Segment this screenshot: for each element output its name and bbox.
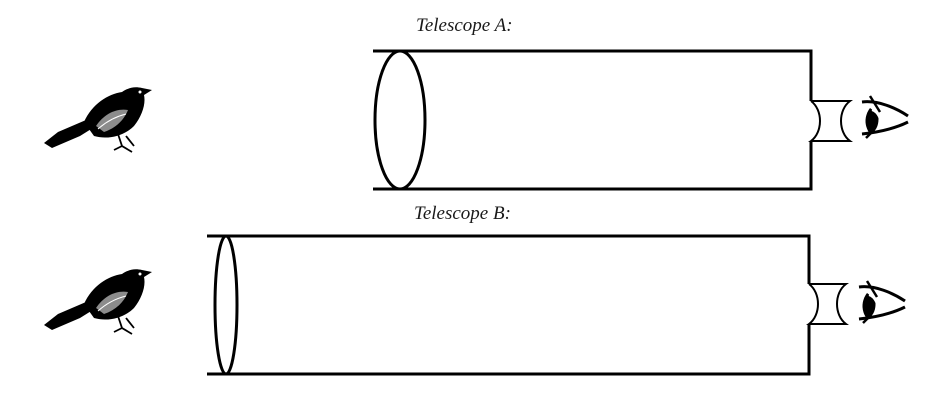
eye-icon [857, 279, 907, 325]
bird-icon [43, 86, 153, 153]
eye-icon [860, 94, 910, 140]
telescope-a [373, 49, 853, 191]
telescope-a-tube [373, 49, 813, 191]
telescope-b-label: Telescope B: [414, 203, 511, 224]
telescope-b-eyepiece-lens [806, 283, 849, 325]
bird-icon [43, 268, 153, 335]
telescope-b-objective-lens [213, 234, 239, 376]
telescope-b [207, 234, 849, 376]
telescope-a-eyepiece-lens [808, 100, 853, 142]
telescope-a-objective-lens [373, 49, 427, 191]
telescope-a-label: Telescope A: [416, 15, 513, 36]
telescope-b-tube [207, 234, 811, 376]
